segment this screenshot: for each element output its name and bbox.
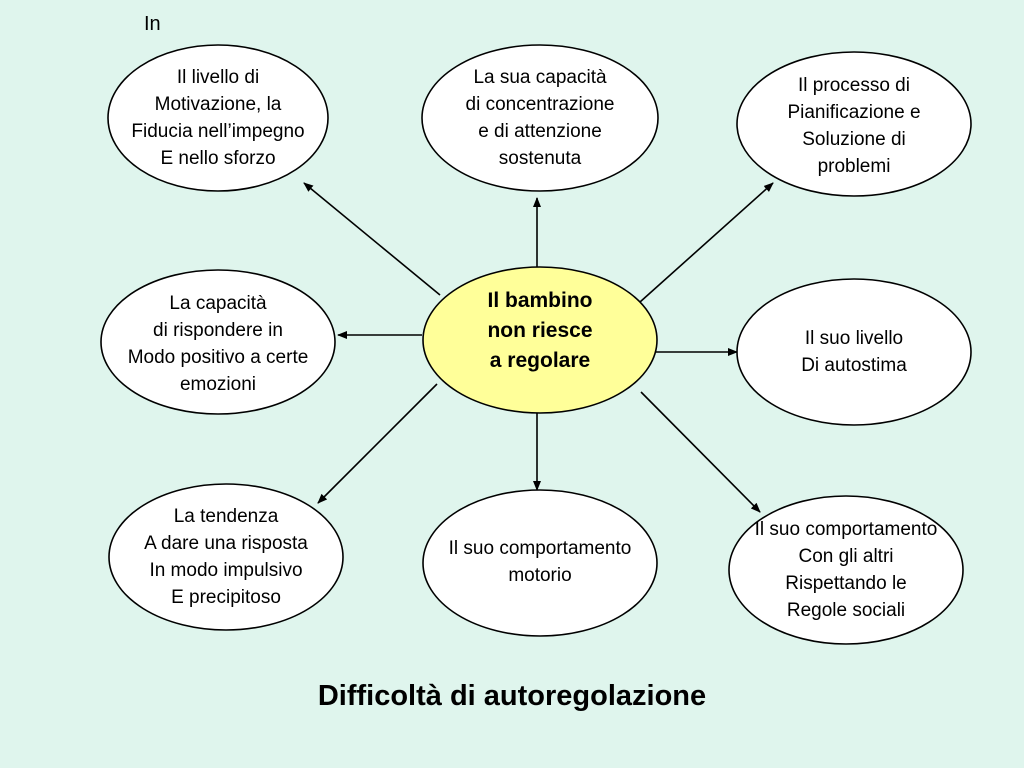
node-motorio — [422, 489, 658, 637]
node-line: Modo positivo a certe — [127, 347, 309, 368]
node-line: Il suo livello — [804, 328, 904, 349]
node-line: Fiducia nell’impegno — [131, 121, 305, 142]
node-line: Il processo di — [798, 75, 910, 96]
node-text-impulsivita: La tendenza A dare una risposta In modo … — [109, 502, 343, 612]
center-line: a regolare — [489, 349, 591, 372]
node-text-motorio: Il suo comportamento motorio — [423, 534, 657, 590]
node-text-autostima: Il suo livello Di autostima — [737, 324, 971, 380]
center-node-text: Il bambino non riesce a regolare — [423, 283, 657, 379]
node-emozioni — [100, 269, 336, 415]
node-text-sociale: Il suo comportamento Con gli altri Rispe… — [729, 515, 963, 625]
node-line: Il suo comportamento — [448, 538, 632, 559]
node-line: di rispondere in — [153, 320, 283, 341]
node-line: E precipitoso — [171, 587, 281, 608]
node-line: problemi — [817, 156, 891, 177]
node-text-emozioni: La capacità di rispondere in Modo positi… — [101, 289, 335, 399]
node-line: Il livello di — [176, 67, 260, 88]
node-line: La tendenza — [173, 506, 279, 527]
arrow-to-pianificazione — [639, 182, 774, 303]
center-line: non riesce — [487, 319, 593, 342]
node-line: Soluzione di — [802, 129, 906, 150]
node-line: Con gli altri — [798, 546, 894, 567]
node-line: La capacità — [169, 293, 267, 314]
stray-text: In — [144, 13, 161, 35]
node-text-pianificazione: Il processo di Pianificazione e Soluzion… — [737, 71, 971, 181]
node-concentrazione — [421, 44, 659, 192]
node-line: E nello sforzo — [160, 148, 276, 169]
node-impulsivita — [108, 483, 344, 631]
arrow-to-impulsivita — [317, 383, 438, 504]
node-line: e di attenzione — [478, 121, 602, 142]
node-line: Rispettando le — [785, 573, 907, 594]
node-text-motivazione: Il livello di Motivazione, la Fiducia ne… — [108, 63, 328, 173]
node-motivazione — [107, 44, 329, 192]
diagram-caption: Difficoltà di autoregolazione — [317, 680, 707, 712]
node-line: Pianificazione e — [787, 102, 921, 123]
node-line: Motivazione, la — [154, 94, 282, 115]
node-text-concentrazione: La sua capacità di concentrazione e di a… — [422, 63, 658, 173]
node-line: Il suo comportamento — [754, 519, 938, 540]
node-line: emozioni — [179, 374, 257, 395]
node-line: motorio — [508, 565, 572, 586]
node-autostima — [736, 278, 972, 426]
node-line: La sua capacità — [473, 67, 607, 88]
arrow-to-sociale — [640, 391, 761, 513]
node-line: Regole sociali — [786, 600, 906, 621]
node-pianificazione — [736, 51, 972, 197]
node-line: In modo impulsivo — [149, 560, 303, 581]
arrow-to-motivazione — [303, 182, 441, 296]
node-line: sostenuta — [498, 148, 582, 169]
node-line: A dare una risposta — [144, 533, 308, 554]
node-sociale — [728, 495, 964, 645]
center-node — [422, 266, 658, 414]
node-line: di concentrazione — [465, 94, 615, 115]
node-line: Di autostima — [801, 355, 907, 376]
center-line: Il bambino — [487, 289, 593, 312]
